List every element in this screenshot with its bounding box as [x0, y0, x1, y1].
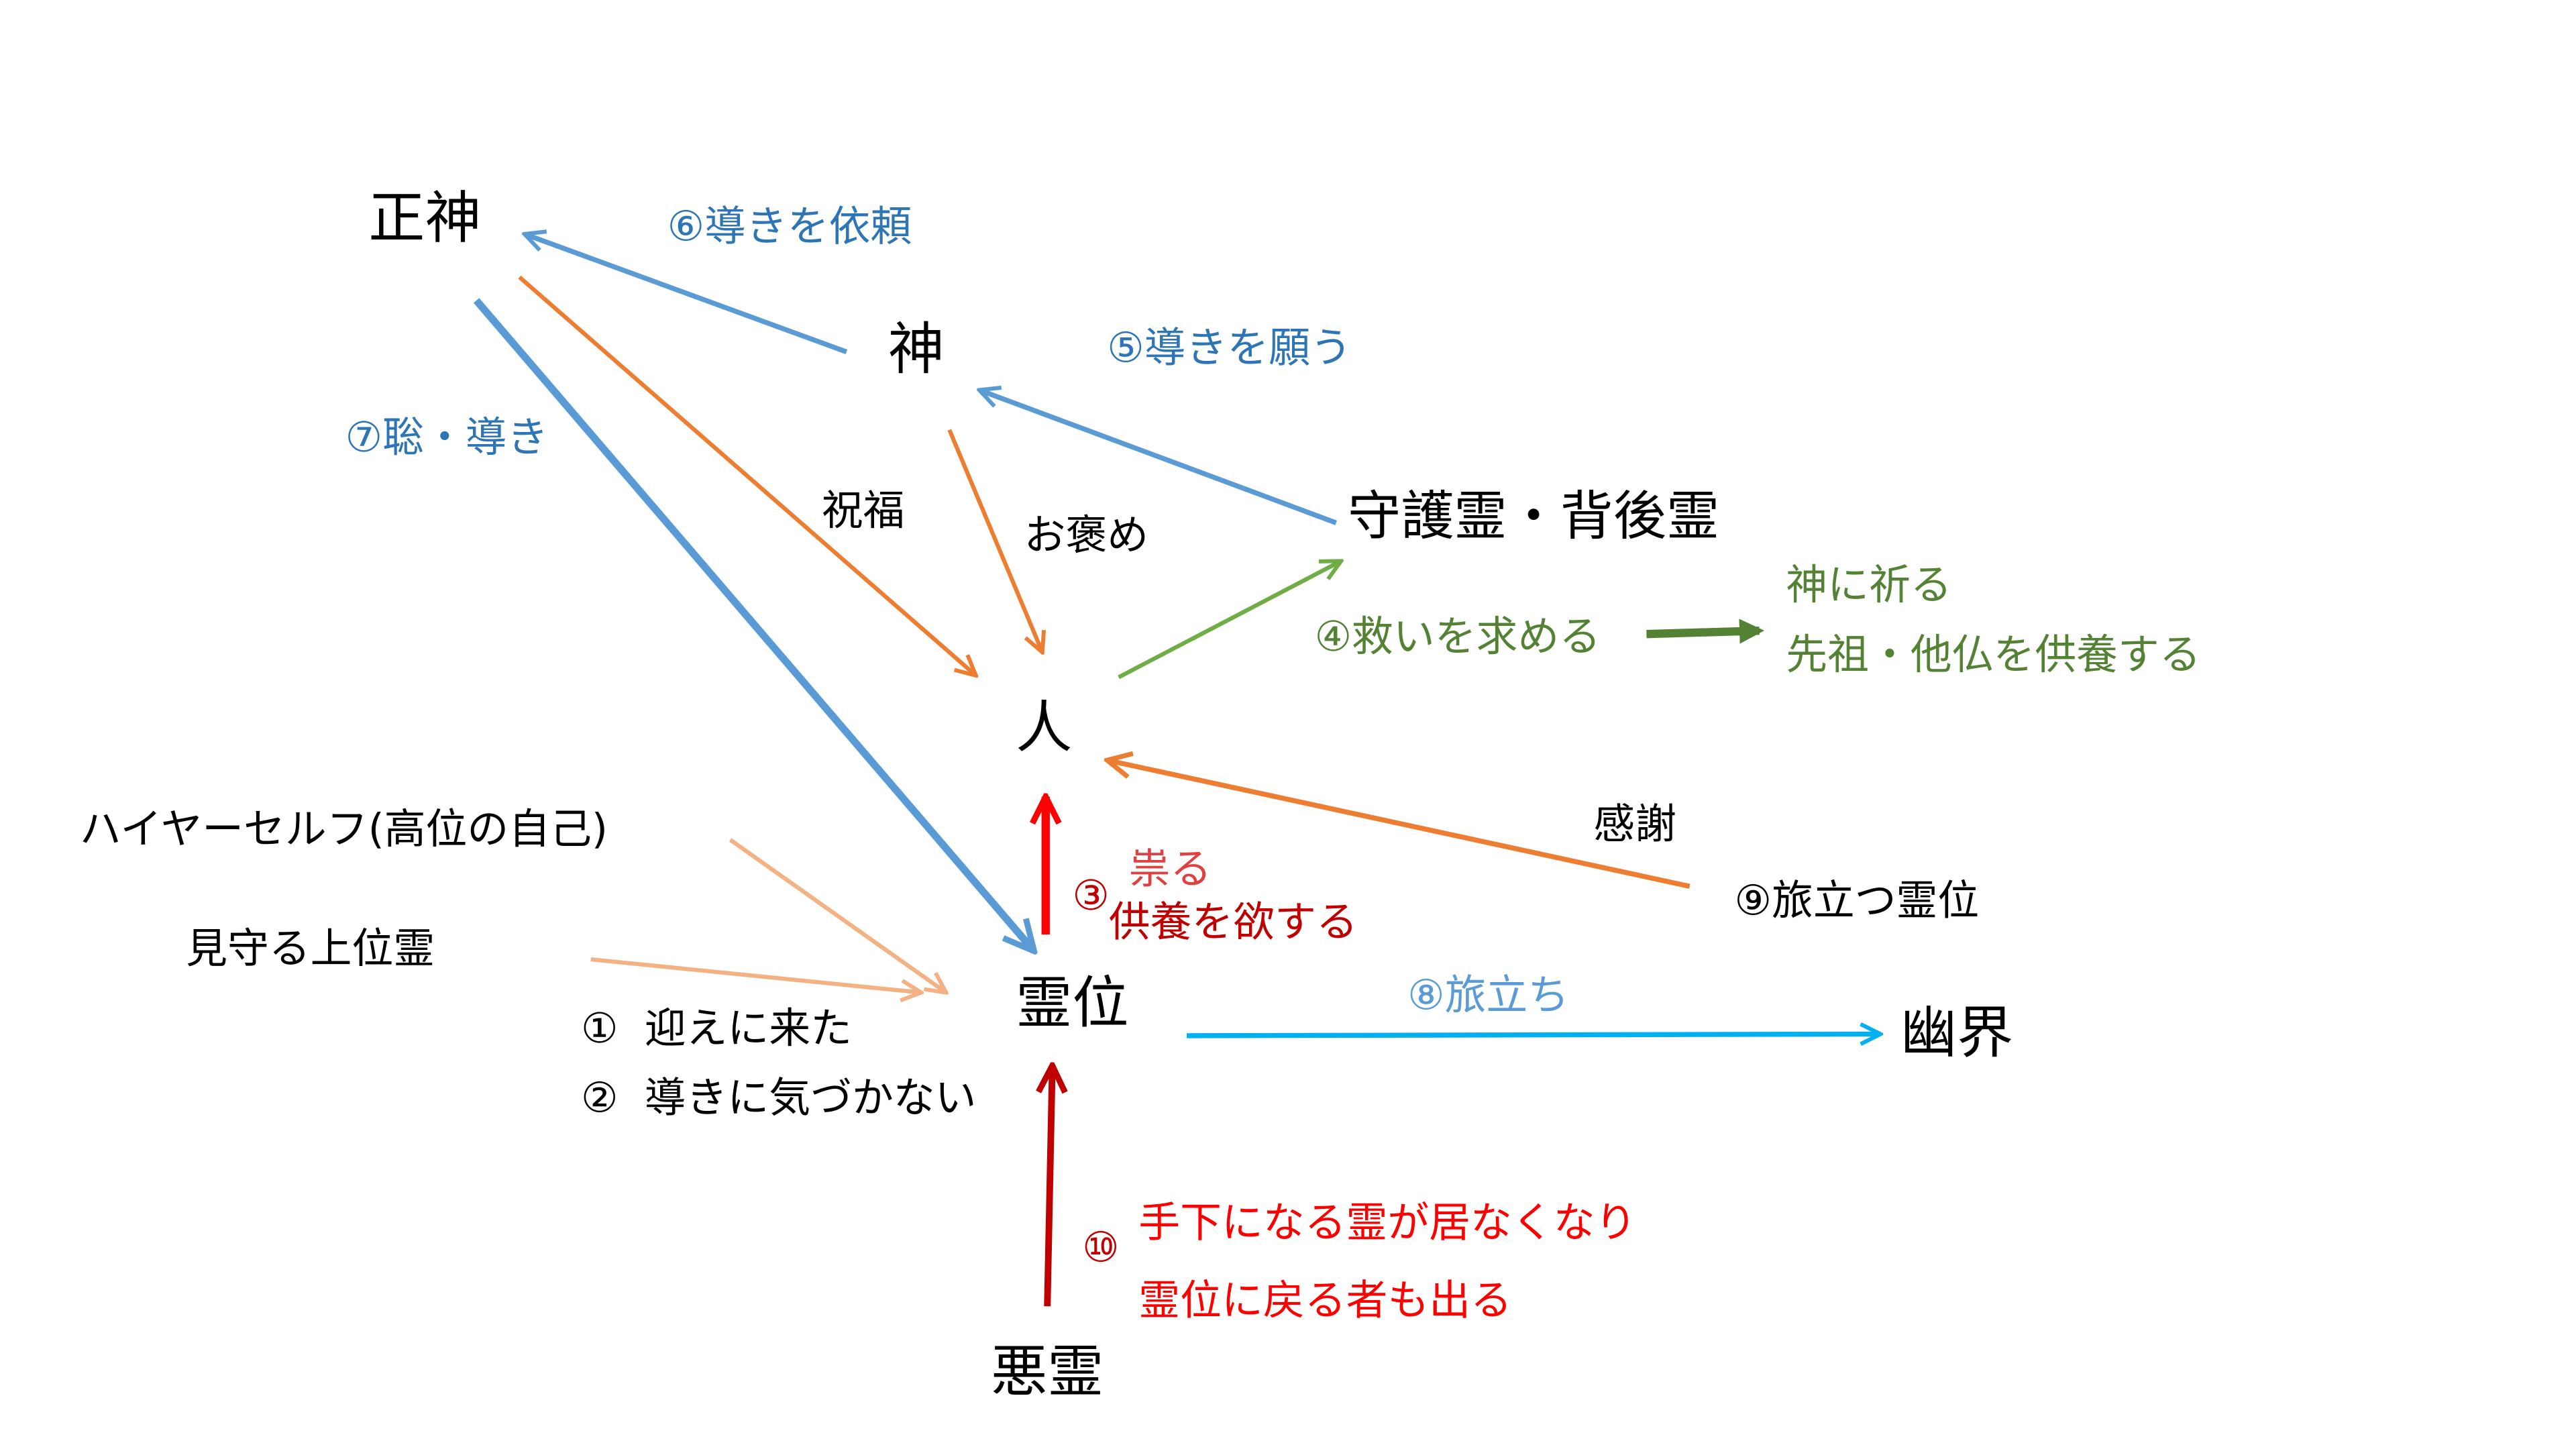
label-10b: 霊位に戻る者も出る: [1138, 1277, 1512, 1325]
arrow-tabidatsu-to-hito: [1107, 760, 1690, 889]
node-mimamoru: 見守る上位霊: [186, 924, 435, 973]
arrow-mimamoru-to-reii: [590, 957, 921, 992]
label-kansha: 感謝: [1593, 800, 1676, 848]
node-kami: 神: [888, 316, 945, 382]
arrow-hito-to-shugorei: [1118, 561, 1342, 680]
arrow-akurei-to-reii: [1047, 1065, 1052, 1307]
node-hito: 人: [1016, 694, 1072, 760]
node-seishin: 正神: [368, 185, 481, 251]
label-3-num: ③: [1072, 871, 1109, 920]
node-yukai: 幽界: [1900, 1000, 2013, 1066]
node-tabidatsu: ⑨旅立つ霊位: [1735, 876, 1980, 924]
label-8: ⑧旅立ち: [1407, 971, 1569, 1019]
label-4: ④救いを求める: [1315, 612, 1601, 661]
arrow-higherself-to-reii: [729, 838, 947, 993]
label-tataru: 祟る: [1128, 845, 1212, 893]
node-higher-self: ハイヤーセルフ(高位の自己): [80, 805, 608, 853]
label-6: ⑥導きを依頼: [667, 203, 912, 251]
label-1: ① 迎えに来た: [581, 1004, 852, 1053]
arrow-seishin-to-reii: [473, 298, 1034, 951]
arrow-seishin-to-hito: [518, 275, 975, 676]
arrow-kami-to-seishin: [525, 234, 848, 355]
label-10a: 手下になる霊が居なくなり: [1138, 1198, 1636, 1246]
arrow-kami-to-hito: [947, 429, 1042, 653]
node-akurei: 悪霊: [991, 1338, 1104, 1404]
label-inoru: 神に祈る: [1786, 561, 1951, 609]
label-shukufuku: 祝福: [822, 486, 905, 535]
node-reii: 霊位: [1016, 970, 1128, 1036]
arrow-shugorei-to-kami: [979, 390, 1338, 525]
label-ohome: お褒め: [1024, 511, 1149, 559]
label-kuyou-hoshi: 供養を欲する: [1109, 898, 1358, 946]
label-2: ② 導きに気づかない: [581, 1074, 977, 1122]
arrow-pray: [1646, 619, 1765, 644]
arrow-reii-to-yukai: [1187, 1034, 1880, 1035]
label-10-num: ⑩: [1082, 1223, 1119, 1271]
label-7: ⑦聡・導き: [345, 413, 549, 462]
label-5: ⑤導きを願う: [1107, 323, 1352, 372]
node-shugorei: 守護霊・背後霊: [1348, 486, 1719, 547]
label-kuyou: 先祖・他仏を供養する: [1786, 631, 2200, 679]
